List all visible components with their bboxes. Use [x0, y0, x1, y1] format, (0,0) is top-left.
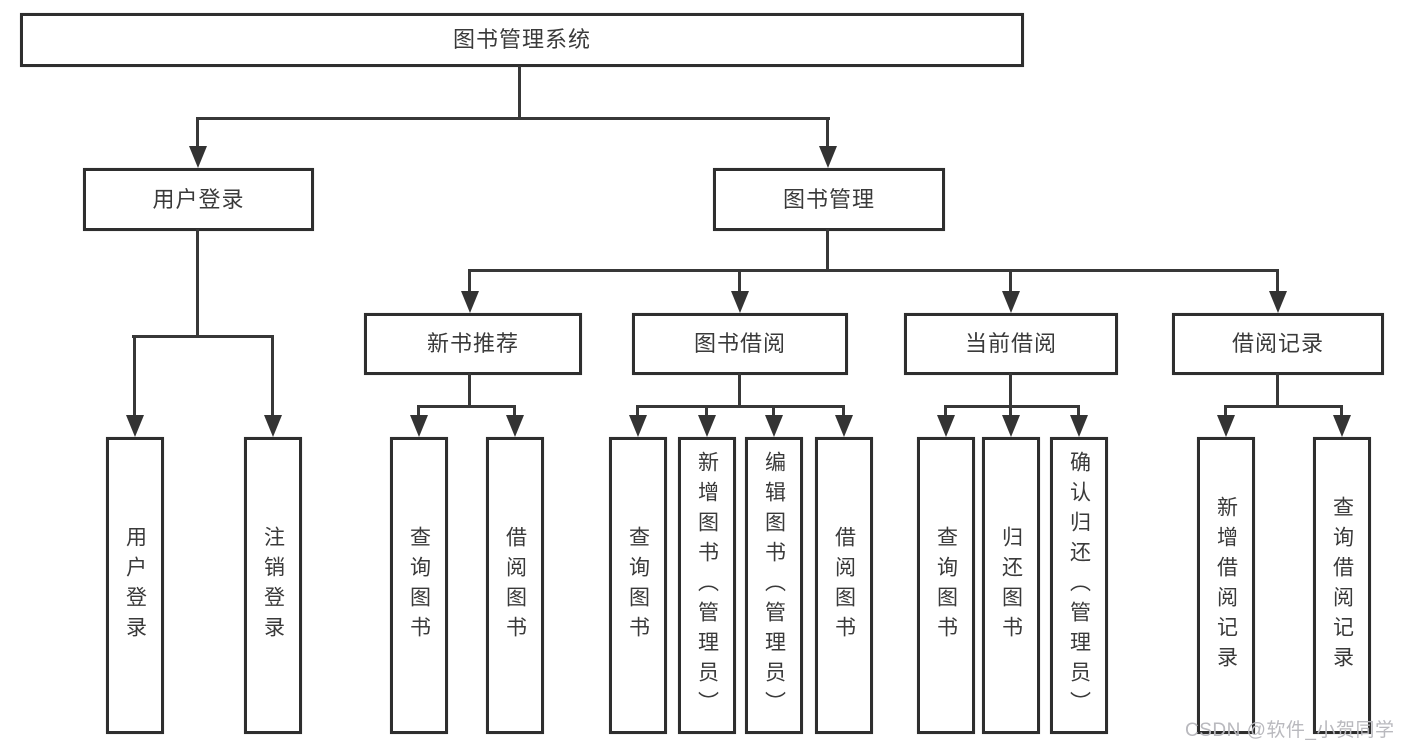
arrow-down-icon	[819, 146, 837, 168]
connector-line	[1224, 405, 1227, 418]
arrow-down-icon	[731, 291, 749, 313]
node-root: 图书管理系统	[20, 13, 1024, 67]
arrow-down-icon	[126, 415, 144, 437]
connector-line	[636, 405, 845, 408]
node-borrow-records: 借阅记录	[1172, 313, 1384, 375]
connector-line	[518, 66, 521, 119]
connector-line	[705, 405, 708, 418]
node-current-borrow-label: 当前借阅	[964, 331, 1057, 356]
leaf-add-borrow-record: 新增借阅记录	[1197, 437, 1255, 734]
connector-line	[1276, 269, 1279, 295]
node-current-borrow: 当前借阅	[904, 313, 1118, 375]
arrow-down-icon	[264, 415, 282, 437]
node-book-borrow: 图书借阅	[632, 313, 848, 375]
node-book-management: 图书管理	[713, 168, 945, 231]
connector-line	[468, 269, 471, 295]
connector-line	[772, 405, 775, 418]
leaf-return-book: 归还图书	[982, 437, 1040, 734]
arrow-down-icon	[629, 415, 647, 437]
arrow-down-icon	[698, 415, 716, 437]
arrow-down-icon	[461, 291, 479, 313]
node-new-book-recommend: 新书推荐	[364, 313, 582, 375]
connector-line	[1077, 405, 1080, 418]
leaf-user-login: 用户登录	[106, 437, 164, 734]
connector-line	[636, 405, 639, 418]
connector-line	[826, 117, 829, 150]
connector-line	[468, 269, 1279, 272]
connector-line	[1340, 405, 1343, 418]
connector-line	[271, 335, 274, 417]
leaf-confirm-return-admin: 确认归还（管理员）	[1050, 437, 1108, 734]
arrow-down-icon	[1333, 415, 1351, 437]
node-user-login: 用户登录	[83, 168, 314, 231]
connector-line	[1009, 405, 1012, 418]
watermark: CSDN @软件_小贺同学	[1185, 720, 1395, 741]
connector-line	[196, 229, 199, 338]
arrow-down-icon	[506, 415, 524, 437]
connector-line	[944, 405, 1080, 408]
leaf-add-book-admin: 新增图书（管理员）	[678, 437, 736, 734]
leaf-query-books-recommend: 查询图书	[390, 437, 448, 734]
connector-line	[1009, 373, 1012, 408]
connector-line	[468, 373, 471, 408]
connector-line	[196, 117, 199, 150]
connector-line	[417, 405, 516, 408]
connector-line	[944, 405, 947, 418]
connector-line	[826, 229, 829, 272]
arrow-down-icon	[1002, 291, 1020, 313]
arrow-down-icon	[1002, 415, 1020, 437]
node-user-login-label: 用户登录	[152, 186, 245, 212]
leaf-query-borrow-record: 查询借阅记录	[1313, 437, 1371, 734]
arrow-down-icon	[1269, 291, 1287, 313]
arrow-down-icon	[410, 415, 428, 437]
node-new-book-recommend-label: 新书推荐	[426, 331, 519, 356]
node-root-label: 图书管理系统	[452, 27, 591, 52]
node-borrow-records-label: 借阅记录	[1231, 331, 1324, 356]
arrow-down-icon	[937, 415, 955, 437]
connector-line	[133, 335, 136, 417]
connector-line	[842, 405, 845, 418]
leaf-borrow-books-recommend: 借阅图书	[486, 437, 544, 734]
connector-line	[417, 405, 420, 418]
leaf-logout: 注销登录	[244, 437, 302, 734]
node-book-management-label: 图书管理	[782, 186, 875, 212]
leaf-edit-book-admin: 编辑图书（管理员）	[745, 437, 803, 734]
connector-line	[1224, 405, 1343, 408]
connector-line	[513, 405, 516, 418]
leaf-query-books-current: 查询图书	[917, 437, 975, 734]
connector-line	[197, 117, 830, 120]
arrow-down-icon	[1217, 415, 1235, 437]
connector-line	[738, 373, 741, 408]
node-book-borrow-label: 图书借阅	[693, 331, 786, 356]
leaf-borrow-books: 借阅图书	[815, 437, 873, 734]
leaf-query-books-borrow: 查询图书	[609, 437, 667, 734]
connector-line	[1276, 373, 1279, 408]
connector-line	[132, 335, 274, 338]
arrow-down-icon	[765, 415, 783, 437]
arrow-down-icon	[835, 415, 853, 437]
arrow-down-icon	[1070, 415, 1088, 437]
connector-line	[738, 269, 741, 295]
connector-line	[1009, 269, 1012, 295]
arrow-down-icon	[189, 146, 207, 168]
